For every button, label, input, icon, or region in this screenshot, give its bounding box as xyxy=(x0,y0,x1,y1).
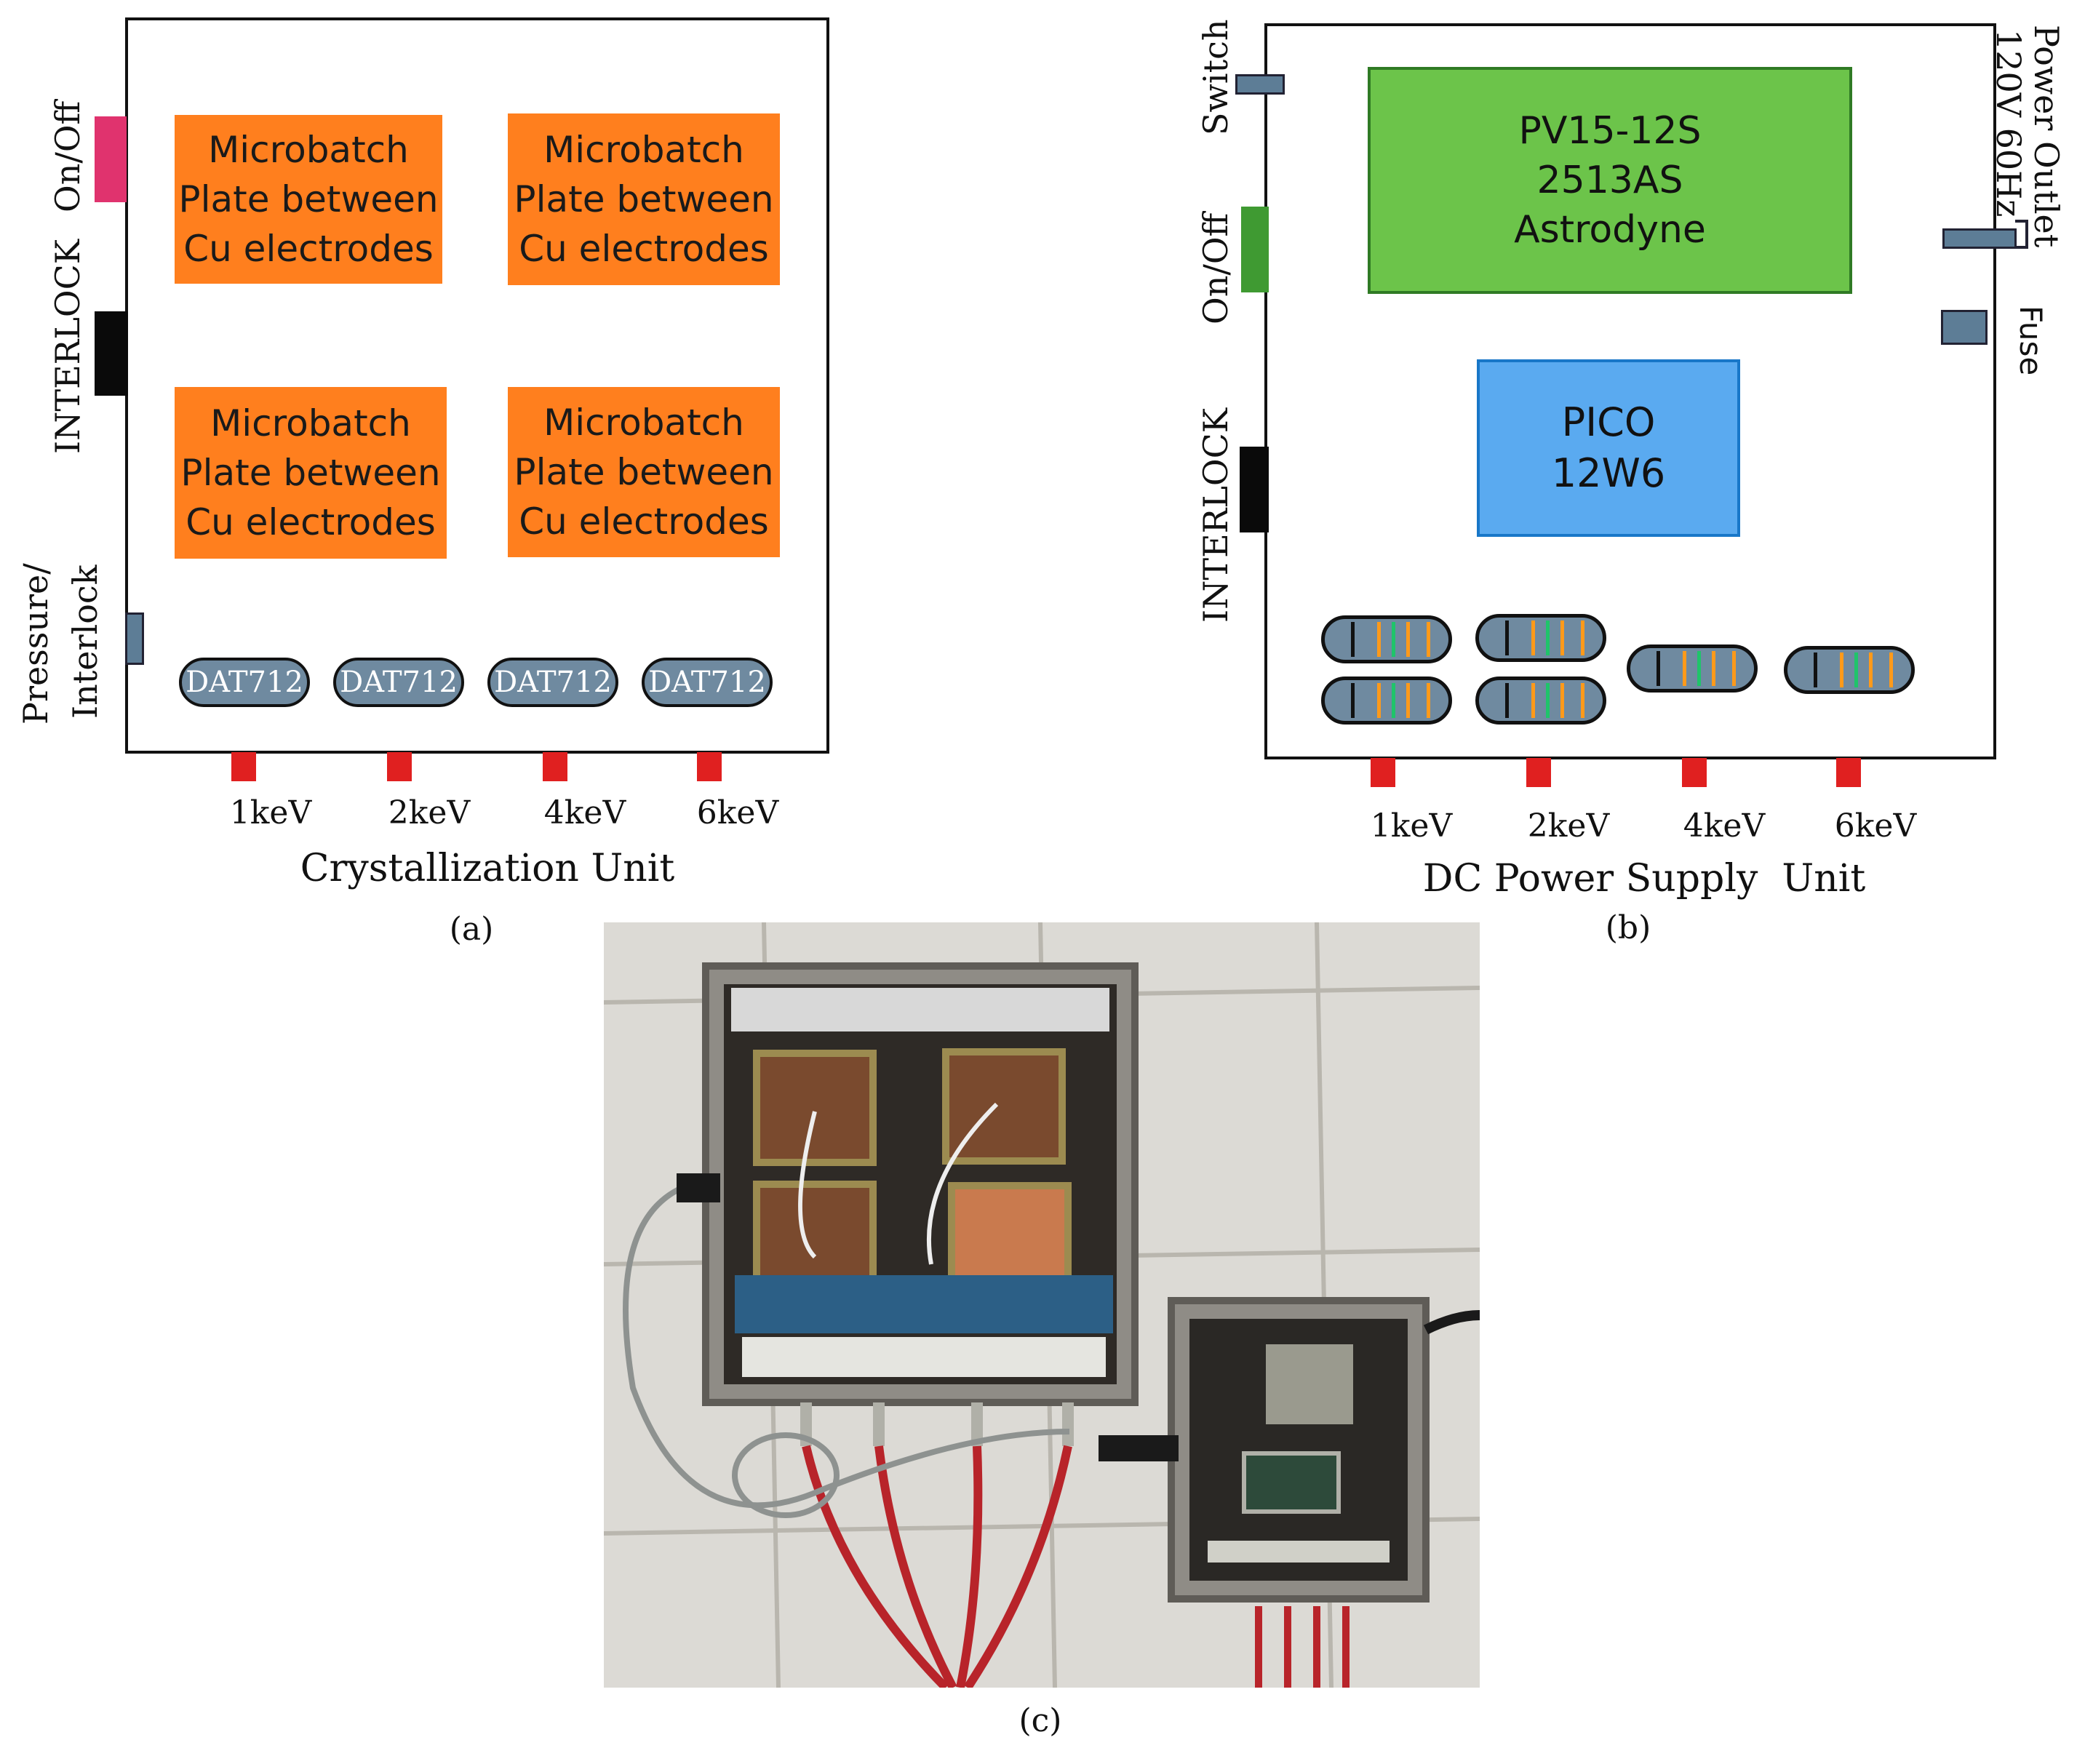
resistor-band xyxy=(1657,651,1660,686)
resistor-band xyxy=(1377,683,1381,718)
interlock-connector xyxy=(95,311,128,396)
output-label-b-4kev: 4keV xyxy=(1683,807,1766,845)
power-spec-label: 120V 60Hz xyxy=(1989,29,2028,217)
fuse-label: Fuse xyxy=(2013,306,2049,376)
output-label-6kev: 6keV xyxy=(696,794,779,831)
on-off-label-b: On/Off xyxy=(1196,212,1235,324)
microbatch-plate-2: Microbatch Plate between Cu electrodes xyxy=(508,113,780,285)
dat712-module-1: DAT712 xyxy=(179,658,310,707)
output-connector-4kev xyxy=(543,752,567,781)
microbatch-plate-4: Microbatch Plate between Cu electrodes xyxy=(508,387,780,557)
apparatus-photo-illustration xyxy=(604,922,1480,1688)
pressure-label: Pressure/ xyxy=(16,563,55,725)
resistor-band xyxy=(1840,652,1843,687)
resistor-band xyxy=(1697,651,1701,686)
resistor-band xyxy=(1505,620,1509,655)
resistor-band xyxy=(1732,651,1736,686)
resistor-band xyxy=(1854,652,1858,687)
resistor-module-6 xyxy=(1784,646,1915,694)
output-connector-6kev xyxy=(697,752,722,781)
resistor-band xyxy=(1351,683,1355,718)
resistor-band xyxy=(1546,620,1550,655)
resistor-band xyxy=(1427,683,1430,718)
panel-b-letter: (b) xyxy=(1605,909,1651,946)
resistor-band xyxy=(1560,620,1564,655)
resistor-band xyxy=(1531,683,1535,718)
resistor-band xyxy=(1377,622,1381,657)
resistor-band xyxy=(1581,620,1584,655)
output-connector-1kev xyxy=(231,752,256,781)
resistor-module-1b xyxy=(1321,677,1452,725)
dat712-module-4: DAT712 xyxy=(642,658,773,707)
dat712-module-2: DAT712 xyxy=(333,658,464,707)
interlock-label-2: Interlock xyxy=(65,564,105,719)
resistor-band xyxy=(1869,652,1873,687)
resistor-band xyxy=(1392,622,1395,657)
power-outlet-connector xyxy=(1942,228,2017,249)
apparatus-photo xyxy=(604,922,1480,1688)
output-connector-b-2kev xyxy=(1526,758,1551,787)
resistor-band xyxy=(1406,683,1410,718)
output-connector-2kev xyxy=(387,752,412,781)
switch-connector xyxy=(1235,74,1285,95)
dat712-module-3: DAT712 xyxy=(487,658,618,707)
resistor-band xyxy=(1889,652,1893,687)
interlock-connector-b xyxy=(1240,447,1269,532)
interlock-label: INTERLOCK xyxy=(48,239,87,454)
output-connector-b-1kev xyxy=(1371,758,1395,787)
on-off-switch-b xyxy=(1241,207,1269,292)
power-outlet-label: Power Outlet xyxy=(2027,25,2066,248)
panel-c-letter: (c) xyxy=(1018,1702,1062,1739)
on-off-label: On/Off xyxy=(48,100,87,212)
resistor-band xyxy=(1505,683,1509,718)
resistor-band xyxy=(1351,622,1355,657)
output-label-1kev: 1keV xyxy=(229,794,312,831)
resistor-band xyxy=(1531,620,1535,655)
crystallization-unit-title: Crystallization Unit xyxy=(300,847,675,890)
panel-a-letter: (a) xyxy=(449,911,494,948)
pico-supply: PICO 12W6 xyxy=(1477,359,1740,537)
resistor-band xyxy=(1814,652,1817,687)
resistor-band xyxy=(1392,683,1395,718)
output-label-b-1kev: 1keV xyxy=(1370,807,1453,845)
resistor-module-2a xyxy=(1475,614,1606,662)
output-label-b-2kev: 2keV xyxy=(1527,807,1610,845)
output-connector-b-6kev xyxy=(1836,758,1861,787)
resistor-band xyxy=(1427,622,1430,657)
interlock-label-b: INTERLOCK xyxy=(1196,407,1235,623)
resistor-band xyxy=(1560,683,1564,718)
microbatch-plate-3: Microbatch Plate between Cu electrodes xyxy=(175,387,447,559)
astrodyne-supply: PV15-12S 2513AS Astrodyne xyxy=(1368,67,1852,294)
power-plug-prong xyxy=(2015,220,2028,249)
resistor-module-1a xyxy=(1321,615,1452,663)
resistor-band xyxy=(1712,651,1715,686)
pressure-interlock-connector xyxy=(125,612,144,665)
resistor-band xyxy=(1406,622,1410,657)
switch-label: Switch xyxy=(1196,19,1235,135)
output-label-b-6kev: 6keV xyxy=(1834,807,1917,845)
power-supply-unit-title: DC Power Supply Unit xyxy=(1422,857,1866,901)
output-label-4kev: 4keV xyxy=(543,794,626,831)
microbatch-plate-1: Microbatch Plate between Cu electrodes xyxy=(175,115,442,284)
on-off-switch xyxy=(95,116,127,202)
resistor-band xyxy=(1581,683,1584,718)
resistor-band xyxy=(1546,683,1550,718)
fuse-holder xyxy=(1941,310,1988,345)
resistor-band xyxy=(1683,651,1686,686)
output-connector-b-4kev xyxy=(1682,758,1707,787)
resistor-module-2b xyxy=(1475,677,1606,725)
output-label-2kev: 2keV xyxy=(388,794,471,831)
resistor-module-4 xyxy=(1627,644,1758,693)
